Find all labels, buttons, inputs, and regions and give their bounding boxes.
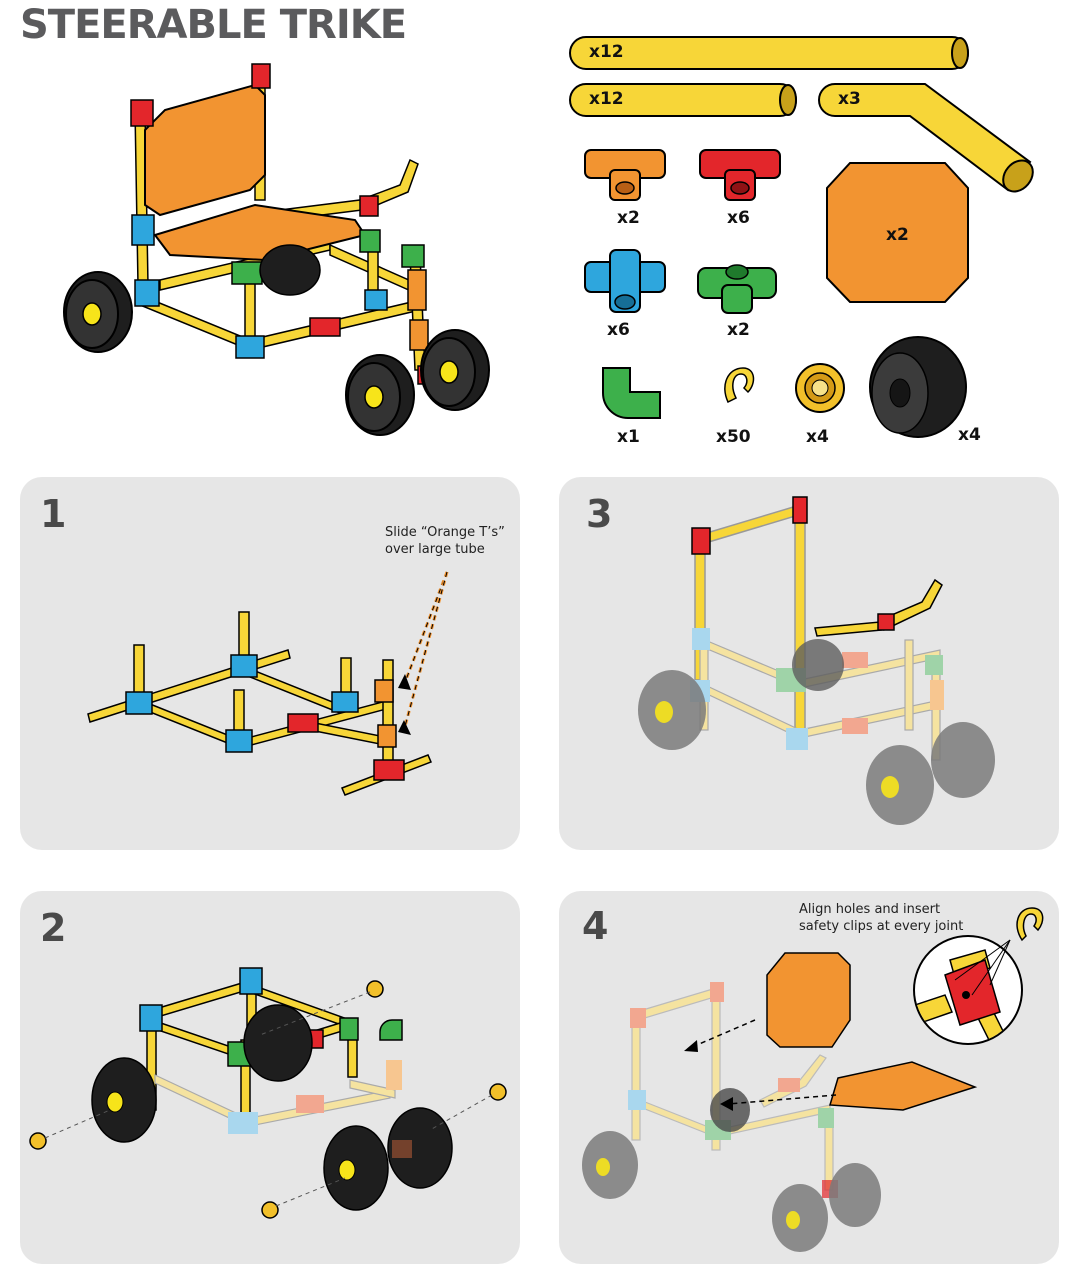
blue-cross-qty: x6 <box>607 320 630 340</box>
step-4-note: Align holes and insert safety clips at e… <box>799 902 964 934</box>
green-corner-connector <box>697 264 777 314</box>
green-elbow-connector <box>602 367 661 419</box>
page-title: STEERABLE TRIKE <box>20 2 407 48</box>
step-1-note: Slide “Orange T’s” over large tube <box>385 525 505 557</box>
wheel-qty: x4 <box>958 425 981 445</box>
seat-back <box>144 83 266 217</box>
seat-back-panel <box>766 952 851 1048</box>
green-elbow-qty: x1 <box>617 427 640 447</box>
medium-tube-qty: x12 <box>589 89 624 109</box>
bent-tube <box>818 83 1032 192</box>
step-2-number: 2 <box>40 906 67 950</box>
step-4-number: 4 <box>582 904 609 948</box>
orange-t-qty: x2 <box>617 208 640 228</box>
safety-clip-qty: x50 <box>716 427 751 447</box>
step-3-number: 3 <box>586 492 613 536</box>
seat-base-panel <box>829 1061 978 1111</box>
step-1-number: 1 <box>40 492 67 536</box>
bent-tube-qty: x3 <box>838 89 861 109</box>
safety-clip-detail <box>1016 907 1044 942</box>
washer-qty: x4 <box>806 427 829 447</box>
green-corner-qty: x2 <box>727 320 750 340</box>
red-t-qty: x6 <box>727 208 750 228</box>
blue-cross-connector <box>584 249 666 313</box>
seat-panel <box>826 162 969 303</box>
orange-t-connector <box>584 149 666 201</box>
seat-panel-qty: x2 <box>886 225 909 245</box>
safety-clip <box>724 367 755 404</box>
red-t-connector <box>699 149 781 201</box>
long-tube-qty: x12 <box>589 42 624 62</box>
